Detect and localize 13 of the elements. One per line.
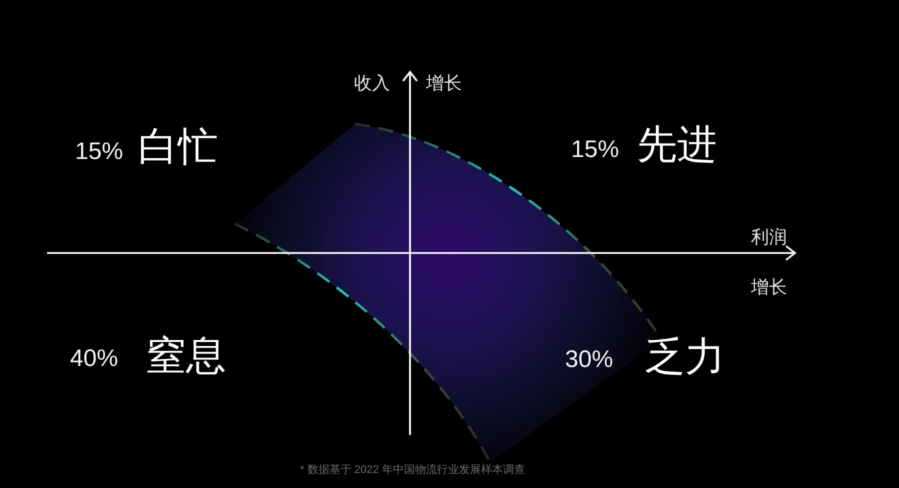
percentage-label: 30% [565, 348, 614, 372]
axis-label: 利润 [751, 228, 787, 246]
quadrant-label: 先进 [637, 125, 717, 165]
axis-label: 增长 [426, 74, 462, 92]
footnote: * 数据基于 2022 年中国物流行业发展样本调查 [300, 465, 525, 476]
quadrant-label: 乏力 [645, 337, 725, 377]
percentage-label: 15% [571, 138, 620, 162]
axis-label: 增长 [751, 278, 787, 296]
axis-label: 收入 [354, 74, 390, 92]
quadrant-label: 白忙 [138, 127, 218, 167]
percentage-label: 15% [75, 140, 124, 164]
quadrant-label: 窒息 [146, 336, 226, 376]
percentage-label: 40% [70, 347, 118, 371]
